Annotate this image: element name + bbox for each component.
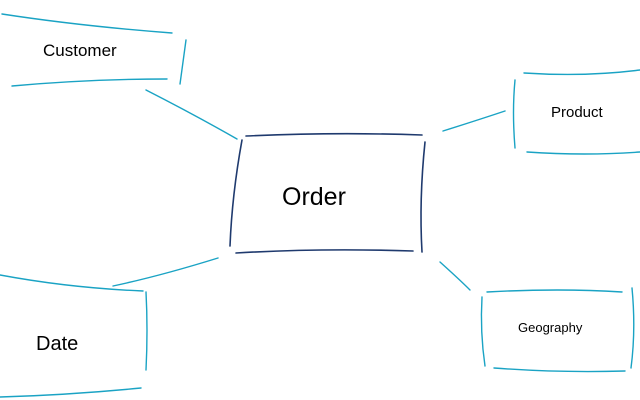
connector-customer-order (145, 89, 238, 140)
date-box-top (0, 274, 144, 292)
fact-label-order: Order (282, 183, 346, 211)
geography-box-left (480, 296, 486, 367)
customer-box-top (1, 13, 173, 34)
order-box-left (229, 139, 243, 247)
dimension-box-date (0, 274, 148, 398)
dimension-box-customer (1, 13, 187, 87)
customer-box-right (179, 39, 187, 85)
dimension-label-customer: Customer (43, 41, 117, 60)
product-box-top (523, 69, 640, 76)
dimension-label-product: Product (551, 104, 603, 121)
product-box-left (512, 79, 516, 149)
order-box-bottom (235, 249, 414, 254)
dimension-box-product (512, 69, 640, 155)
dimension-label-date: Date (36, 333, 79, 355)
customer-box-bottom (11, 78, 168, 87)
geography-box-right (630, 287, 635, 369)
date-box-bottom (0, 387, 142, 398)
fact-box-order (229, 132, 426, 254)
dimension-box-geography (480, 287, 635, 373)
product-box-bottom (526, 151, 640, 155)
geography-box-top (486, 289, 623, 293)
geography-box-bottom (493, 367, 626, 373)
connector-order-date (112, 257, 219, 287)
order-box-top (245, 132, 423, 137)
date-box-right (145, 291, 148, 371)
order-box-right (420, 141, 426, 253)
connector-order-geography (439, 261, 471, 291)
connector-order-product (442, 110, 506, 132)
dimension-label-geography: Geography (518, 320, 583, 335)
